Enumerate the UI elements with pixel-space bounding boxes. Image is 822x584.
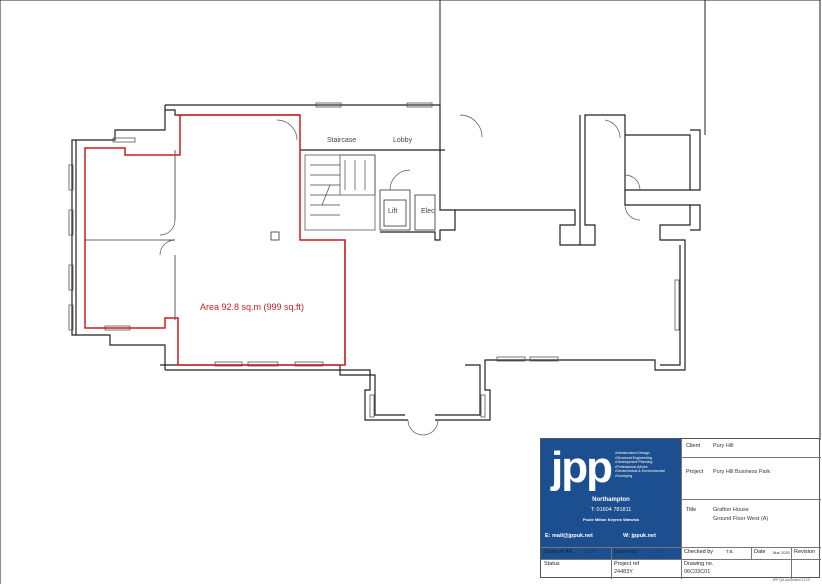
project-ref-value: 24483Y (614, 569, 633, 575)
room-label-lobby: Lobby (393, 137, 413, 144)
project-label: Project (686, 469, 704, 475)
column (270, 231, 280, 241)
company-logo-panel: jpp Infrastructure Design Structural Eng… (541, 439, 681, 559)
tenancy-boundary (84, 114, 346, 366)
room-label-lift: Lift (388, 208, 398, 215)
windows (68, 102, 680, 418)
drawing-no-value: 06C03C01 (684, 569, 711, 575)
lift-core (379, 189, 436, 231)
title-label: Title (686, 507, 697, 513)
company-email[interactable]: E: mail@jppuk.net (545, 533, 593, 539)
area-label: Area 92.8 sq.m (999 sq.ft) (200, 302, 305, 312)
office-name: Northampton (592, 497, 630, 503)
revision-label: Revision (794, 549, 816, 555)
project-value: Pury Hill Business Park (713, 469, 771, 475)
company-website[interactable]: W: jppuk.net (623, 533, 656, 539)
scale-value: 1:125 (583, 549, 595, 554)
drawn-by-label: Drawn by (614, 549, 638, 555)
room-label-elec: Elec (421, 208, 435, 215)
drawing-no-label: Drawing no. (684, 561, 714, 567)
checked-by-label: Checked by (684, 549, 714, 555)
service-item: Infrastructure Design (615, 451, 665, 456)
service-item: Professional Advice (615, 465, 665, 470)
client-value: Pury Hill (713, 443, 734, 449)
title-line2: Ground Floor West (A) (713, 516, 769, 522)
room-label-staircase: Staircase (327, 137, 357, 144)
building-walls (71, 104, 701, 421)
service-item: Development Planning (615, 460, 665, 465)
service-item: Surveying (615, 474, 665, 479)
title-block: jpp Infrastructure Design Structural Eng… (540, 438, 821, 579)
client-label: Client (686, 443, 701, 449)
checked-by-value: T.B. (726, 549, 734, 554)
service-item: Geotechnical & Environmental (615, 469, 664, 474)
office-phone: T: 01604 781811 (590, 507, 632, 513)
drawn-by-value: J.O. (653, 549, 662, 554)
title-line1: Grafton House (713, 507, 749, 513)
project-ref-label: Project ref (614, 561, 640, 567)
staircase (304, 154, 376, 231)
doors (159, 114, 641, 436)
scale-label: Scale at A4 (544, 549, 572, 555)
date-label: Date (754, 549, 766, 555)
office-locations: Poole Milton Keynes Warwick (582, 517, 640, 522)
services-list: Infrastructure Design Structural Enginee… (615, 451, 665, 479)
service-item: Structural Engineering (615, 456, 665, 461)
date-value: Mar 2020 (773, 550, 790, 555)
company-logo: jpp (551, 443, 613, 492)
footer-note: JPP QA document 017/0 (772, 578, 811, 582)
partitions (85, 150, 176, 320)
status-label: Status (544, 561, 560, 567)
